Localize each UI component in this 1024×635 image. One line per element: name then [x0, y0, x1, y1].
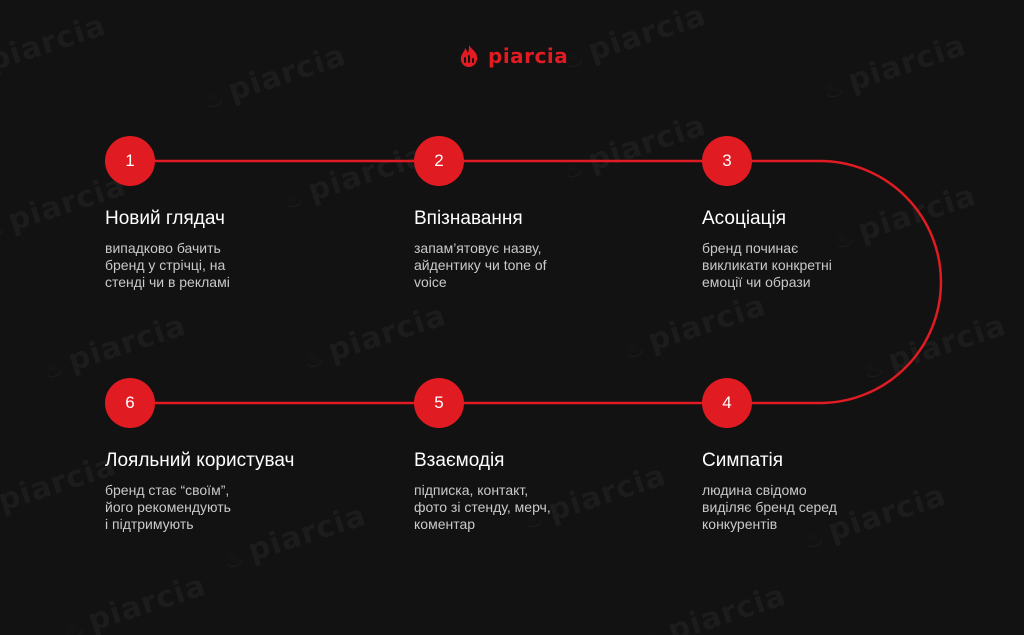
brand-name: piarcia	[488, 44, 569, 68]
step-6-title: Лояльний користувач	[105, 450, 295, 471]
step-5-marker: 5	[414, 378, 464, 428]
step-5-title: Взаємодія	[414, 450, 505, 471]
step-2-marker: 2	[414, 136, 464, 186]
step-3-title: Асоціація	[702, 208, 787, 229]
step-2-title: Впізнавання	[414, 208, 523, 229]
step-6-marker: 6	[105, 378, 155, 428]
step-1-marker: 1	[105, 136, 155, 186]
flame-icon	[460, 45, 478, 67]
brand-logo: piarcia	[456, 42, 568, 70]
step-4-title: Симпатія	[702, 450, 784, 471]
step-1-title: Новий глядач	[105, 208, 225, 229]
step-5-description: підписка, контакт,фото зі стенду, мерч,к…	[414, 482, 551, 532]
step-4-marker: 4	[702, 378, 752, 428]
step-3-marker: 3	[702, 136, 752, 186]
